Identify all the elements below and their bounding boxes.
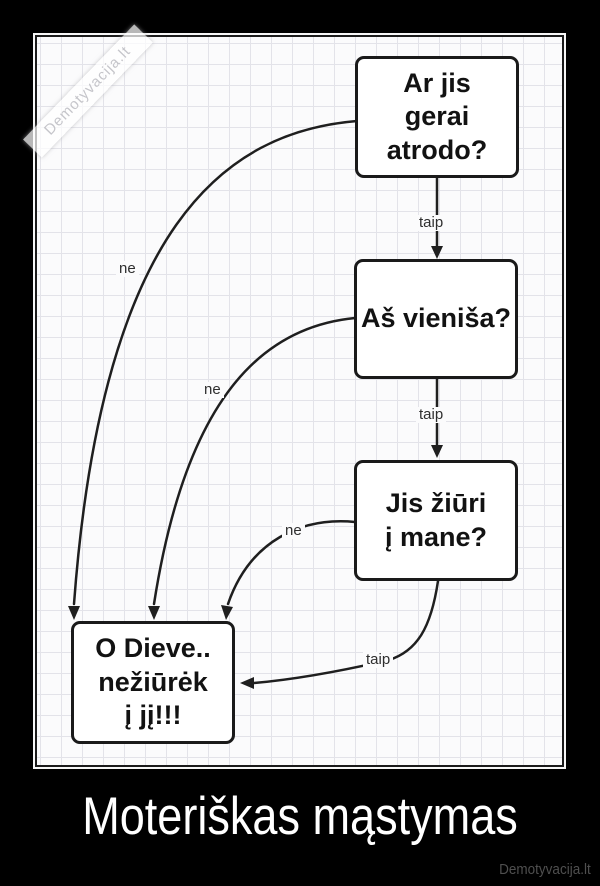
flowchart-box-result: O Dieve.. nežiūrėk į jį!!! (71, 621, 235, 744)
edge-label-taip-2: taip (416, 407, 447, 423)
arrowhead-down-result-2 (148, 606, 160, 620)
arrowhead-down-q3 (431, 445, 443, 458)
arrowhead-down-result-1 (68, 606, 80, 620)
edge-q2-result (152, 316, 357, 606)
edge-label-ne-2: ne (201, 382, 224, 398)
edge-label-ne-1: ne (116, 261, 139, 277)
arrowhead-down-q2 (431, 246, 443, 259)
flowchart-box-q3: Jis žiūri į mane? (354, 460, 518, 581)
edge-q1-result (72, 119, 359, 606)
corner-watermark: Demotyvacija.lt (499, 861, 591, 878)
flowchart-box-q2: Aš vieniša? (354, 259, 518, 379)
edge-label-taip-1: taip (416, 215, 447, 231)
arrowhead-down-result-3 (221, 605, 233, 620)
poster-caption: Moteriškas mąstymas (82, 787, 518, 846)
edge-q3-result-ne (226, 520, 357, 606)
edge-label-taip-3: taip (363, 652, 394, 668)
edge-q3-result-taip (252, 579, 440, 685)
flowchart-box-q1: Ar jis gerai atrodo? (355, 56, 519, 178)
arrowhead-left-result (240, 677, 254, 689)
edge-label-ne-3: ne (282, 523, 305, 539)
